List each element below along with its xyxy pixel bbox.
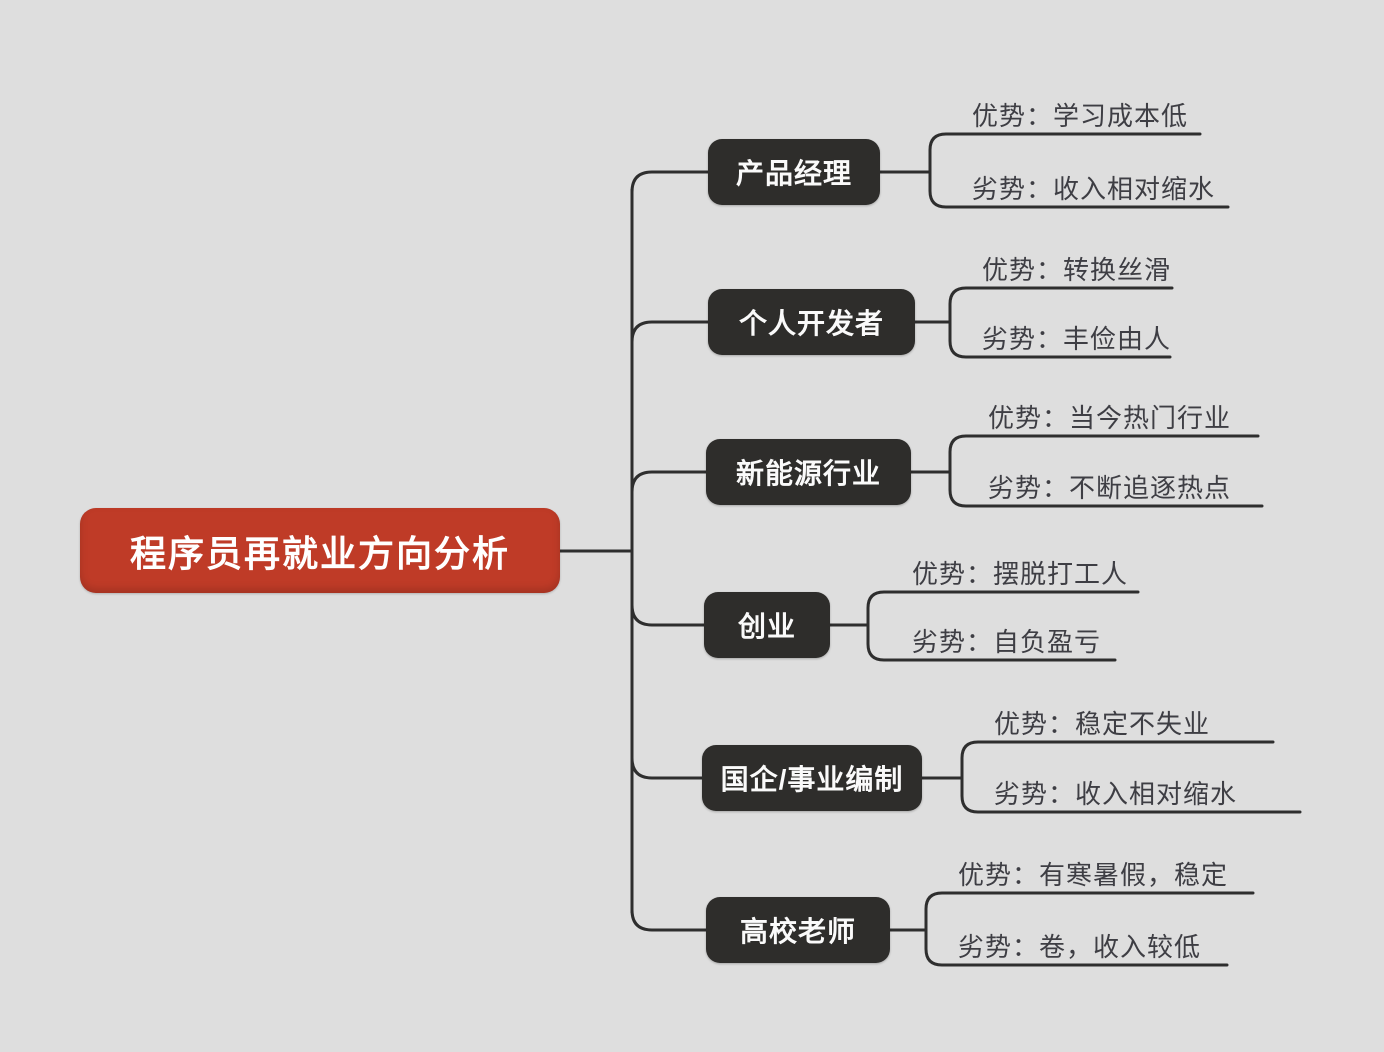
advantage-item-university-teacher[interactable]: 优势：有寒暑假，稳定 <box>958 860 1229 890</box>
root-node[interactable]: 程序员再就业方向分析 <box>80 508 560 593</box>
advantage-item-state-owned[interactable]: 优势：稳定不失业 <box>994 709 1211 739</box>
advantage-item-indie-developer[interactable]: 优势：转换丝滑 <box>982 255 1172 285</box>
child-bracket-4 <box>866 590 1140 662</box>
advantage-item-startup[interactable]: 优势：摆脱打工人 <box>912 559 1129 589</box>
disadvantage-item-new-energy-industry[interactable]: 劣势：不断追逐热点 <box>988 473 1232 503</box>
disadvantage-item-product-manager[interactable]: 劣势：收入相对缩水 <box>972 174 1216 204</box>
branch-elbow-4 <box>630 603 706 627</box>
branch-elbow-5 <box>630 756 704 780</box>
disadvantage-item-startup[interactable]: 劣势：自负盈亏 <box>912 627 1102 657</box>
disadvantage-item-state-owned[interactable]: 劣势：收入相对缩水 <box>994 779 1238 809</box>
child-bracket-5 <box>960 740 1302 814</box>
branch-node-product-manager[interactable]: 产品经理 <box>708 139 880 205</box>
child-bracket-1 <box>928 132 1230 209</box>
disadvantage-item-indie-developer[interactable]: 劣势：丰俭由人 <box>982 324 1172 354</box>
branch-node-university-teacher[interactable]: 高校老师 <box>706 897 890 963</box>
branch-node-new-energy-industry[interactable]: 新能源行业 <box>706 439 911 505</box>
child-bracket-3 <box>948 434 1264 508</box>
child-bracket-2 <box>948 286 1174 359</box>
branch-elbow-6 <box>630 908 708 932</box>
branch-elbow-3 <box>630 470 708 494</box>
branch-node-startup[interactable]: 创业 <box>704 592 830 658</box>
branch-elbow-1 <box>630 170 710 194</box>
branch-node-indie-developer[interactable]: 个人开发者 <box>708 289 915 355</box>
branch-elbow-2 <box>630 320 710 344</box>
branch-node-state-owned[interactable]: 国企/事业编制 <box>702 745 922 811</box>
advantage-item-new-energy-industry[interactable]: 优势：当今热门行业 <box>988 403 1232 433</box>
disadvantage-item-university-teacher[interactable]: 劣势：卷，收入较低 <box>958 932 1202 962</box>
advantage-item-product-manager[interactable]: 优势：学习成本低 <box>972 101 1189 131</box>
child-bracket-6 <box>924 891 1255 967</box>
